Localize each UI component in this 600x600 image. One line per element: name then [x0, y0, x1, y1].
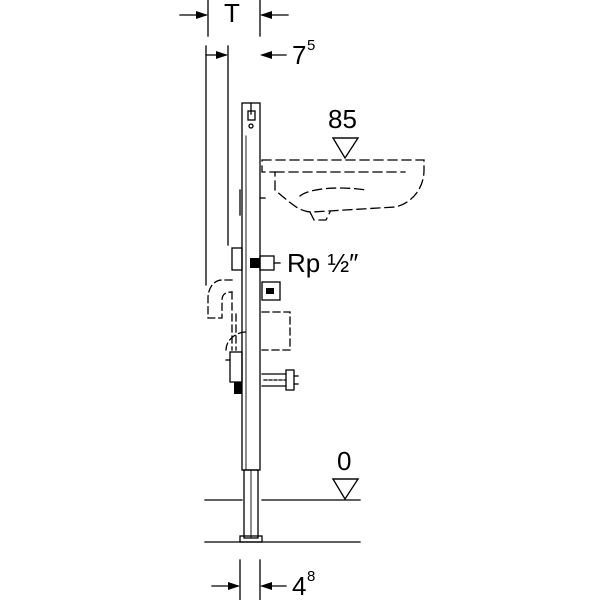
connection-fitting [259, 255, 275, 271]
side-clamp-nut [234, 382, 242, 394]
waste-bend [207, 279, 233, 319]
basin-outline [261, 159, 425, 213]
arrowhead-right [260, 51, 272, 59]
arrowhead-left [216, 51, 228, 59]
frame-fixtures [225, 281, 281, 394]
depth-label: T [224, 0, 240, 28]
offset-top-superscript: 5 [307, 37, 315, 54]
offset-top-value: 7 [292, 40, 306, 70]
connection-bracket [231, 247, 243, 271]
dimension-7-5: 7 5 [205, 37, 315, 286]
offset-bottom-superscript: 8 [307, 568, 315, 585]
offset-bottom-value: 4 [292, 571, 306, 600]
dimension-t: T [179, 0, 289, 37]
wash-basin [261, 159, 425, 221]
connection-nut [250, 258, 260, 268]
floor-level-label: 0 [337, 446, 351, 476]
arrowhead-right [260, 582, 272, 590]
level-triangle [331, 478, 360, 501]
anchor-bolt [261, 369, 299, 391]
installation-frame [239, 102, 266, 543]
fixture-box-upper [261, 281, 281, 301]
frame-post [241, 102, 261, 471]
basin-drain [309, 211, 331, 221]
fixture-box-upper-detail [266, 288, 274, 294]
frame-hole [248, 123, 254, 129]
frame-top-clip [247, 110, 256, 121]
water-connection: Rp ½″ [231, 247, 358, 278]
arrowhead-right [260, 11, 272, 19]
basin-height-label: 85 [328, 104, 357, 134]
basin-bowl [299, 187, 367, 197]
level-marker-0: 0 [331, 446, 360, 501]
waste-pipe [207, 279, 291, 351]
bolt-head [285, 369, 295, 391]
arrowhead-left [228, 582, 240, 590]
level-triangle [331, 137, 360, 160]
side-clamp [229, 351, 243, 383]
trap-curve [225, 331, 247, 351]
arrowhead-left [196, 11, 208, 19]
thread-size-label: Rp ½″ [287, 248, 358, 278]
dimension-4-8: 4 8 [211, 559, 315, 600]
waste-outlet [261, 311, 291, 351]
level-marker-85: 85 [328, 104, 360, 160]
